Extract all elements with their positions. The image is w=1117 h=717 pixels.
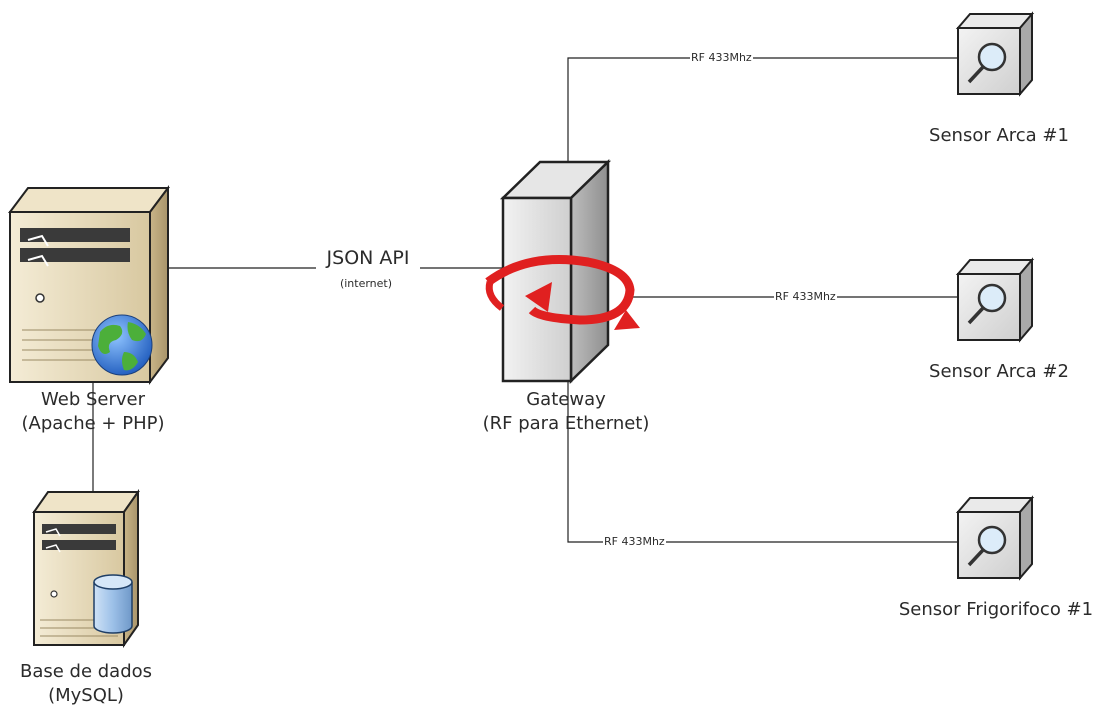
- globe-icon: [92, 315, 152, 375]
- sensor-3-label: Sensor Frigorifoco #1: [878, 598, 1114, 622]
- database-cylinder-icon: [94, 575, 132, 633]
- gateway-icon: [503, 162, 608, 381]
- gateway-detail: (RF para Ethernet): [466, 412, 666, 436]
- link-rf1-label: RF 433Mhz: [690, 51, 753, 65]
- database-detail: (MySQL): [0, 684, 172, 708]
- web-server-detail: (Apache + PHP): [0, 412, 186, 436]
- link-api-label: JSON API: [316, 247, 420, 269]
- link-rf2-label: RF 433Mhz: [774, 290, 837, 304]
- database-label: Base de dados (MySQL): [0, 660, 172, 708]
- sensor-1-label: Sensor Arca #1: [914, 124, 1084, 148]
- sensor-icon: [958, 260, 1032, 340]
- database-name: Base de dados: [0, 660, 172, 684]
- sensor-icon: [958, 498, 1032, 578]
- sensor-icon: [958, 14, 1032, 94]
- link-rf1-line: [568, 58, 958, 165]
- link-api-sublabel: (internet): [316, 277, 416, 291]
- web-server-name: Web Server: [0, 388, 186, 412]
- gateway-name: Gateway: [466, 388, 666, 412]
- link-rf3-label: RF 433Mhz: [603, 535, 666, 549]
- web-server-label: Web Server (Apache + PHP): [0, 388, 186, 436]
- sensor-2-label: Sensor Arca #2: [914, 360, 1084, 384]
- gateway-label: Gateway (RF para Ethernet): [466, 388, 666, 436]
